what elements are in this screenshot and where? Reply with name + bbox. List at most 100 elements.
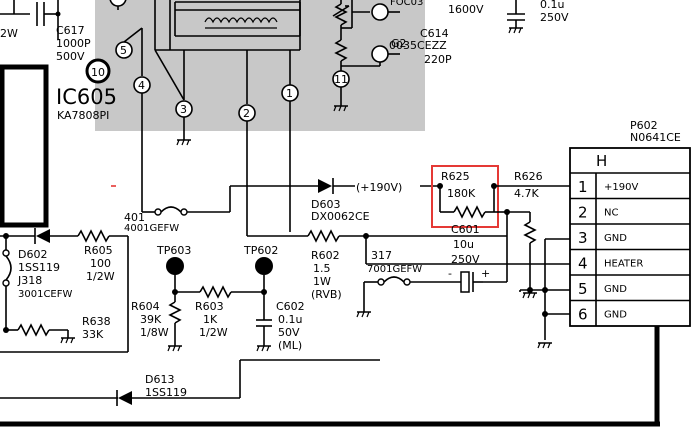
g2-label: G2 [391,37,407,50]
r603-ref: R603 [195,300,224,313]
r602-rating: 1W [313,275,331,288]
c614-value: 220P [424,53,452,66]
supply-label: (+190V) [356,181,402,194]
r603-rating: 1/2W [199,326,228,339]
top-left-capacitors [0,0,61,40]
r603-resistor [199,285,232,299]
r602-ref: R602 [311,249,340,262]
connector-pin-number: 3 [578,229,588,247]
r626-ref: R626 [514,170,543,183]
c601-value: 10u [453,238,474,251]
c602-value: 0.1u [278,313,302,326]
c617-value: 1000P [56,37,91,50]
ground-symbol [256,345,272,352]
r604-ref: R604 [131,300,160,313]
r625-resistor [453,205,486,219]
tube-pin-2-number: 2 [243,107,250,120]
top-right-capacitor [507,0,525,34]
r602-value: 1.5 [313,262,331,275]
ground-symbol [176,139,192,146]
c601-rating: 250V [451,253,480,266]
connector-pin-number: 4 [578,255,588,273]
ic605-pin10-circle [85,58,111,84]
tube-pin-top-partial [109,0,127,7]
d603-part: DX0062CE [311,210,370,223]
r604-rating: 1/8W [140,326,169,339]
r605-resistor [77,229,110,243]
c601-minus: - [448,267,452,280]
tp602-ref: TP602 [243,244,278,257]
j401-ref: 401 [124,211,145,224]
ground-symbol [60,337,76,344]
d603-diode [318,179,332,193]
c602-rating: 50V [278,326,300,339]
ground-symbol [522,292,538,299]
tube-pin-5 [115,41,133,59]
r605-value: 100 [90,257,111,270]
connector-pin-label: GND [604,233,627,244]
r603-value: 1K [203,313,218,326]
d613-ref: D613 [145,373,174,386]
j318-part: 3001CEFW [18,289,73,300]
connector-pin-number: 5 [578,280,588,298]
r638-ref: R638 [82,315,111,328]
c601-ref: C601 [451,223,480,236]
top-right-cap-value: 0.1u [540,0,564,11]
r625-highlight-box [431,165,499,228]
d602-ref: D602 [18,248,47,261]
connector-pin-label: GND [604,310,627,321]
g2-terminal [371,45,389,63]
tube-pin-5-number: 5 [120,44,127,57]
connector-pin-number: 2 [578,204,588,222]
r625-ref: R625 [441,170,470,183]
r626-value: 4.7K [514,187,539,200]
r605-rating: 1/2W [86,270,115,283]
top-right-cap-rating: 250V [540,11,569,24]
r602-resistor [307,229,340,243]
d602-diode [36,229,50,243]
c602-ref: C602 [276,300,305,313]
tube-pin-4-number: 4 [138,79,145,92]
focus-fragment-label: FOC03 [390,0,423,8]
top-left-fragment-label: 2W [0,27,18,40]
c617-rating: 500V [56,50,85,63]
tube-socket [117,0,301,104]
connector-pin-label: +190V [604,182,638,193]
top-cap-rating: 1600V [448,3,484,16]
j317-ref: 317 [371,249,392,262]
j318-ref: J318 [17,274,42,287]
r604-resistor [168,301,182,324]
c602-type: (ML) [278,339,302,352]
connector-part: N0641CE [630,131,681,144]
connector-pin-label: NC [604,208,618,219]
ic605-ref: IC605 [56,85,117,109]
connector-ref: P602 [630,119,658,132]
connector-pin-label: GND [604,284,627,295]
r625-value: 180K [447,187,476,200]
connector-header: H [596,152,607,170]
ground-symbol [356,311,372,318]
c601-capacitor [460,271,470,293]
ic605-pin10-number: 10 [91,66,105,79]
d602-part: 1SS119 [18,261,60,274]
connector-pin-label: HEATER [604,259,643,270]
d603-ref: D603 [311,198,340,211]
tube-pin-3-number: 3 [180,103,187,116]
c601-plus: + [481,267,490,280]
d613-diode [118,391,132,405]
c614-part: 0035CEZZ [389,39,447,52]
ground-symbol [167,345,183,352]
r604-value: 39K [140,313,162,326]
tube-pin-1-number: 1 [286,87,293,100]
c614-ref: C614 [420,27,449,40]
connector-pin-number: 1 [578,178,588,196]
ic605-part: KA7808PI [57,109,109,122]
connector-pin-number: 6 [578,306,588,324]
r638-resistor [17,323,50,337]
c617-ref: C617 [56,24,85,37]
left-module-outline [0,64,49,228]
j317-part: 7001GEFW [367,264,422,275]
tube-pin-11-number: 11 [334,73,348,86]
